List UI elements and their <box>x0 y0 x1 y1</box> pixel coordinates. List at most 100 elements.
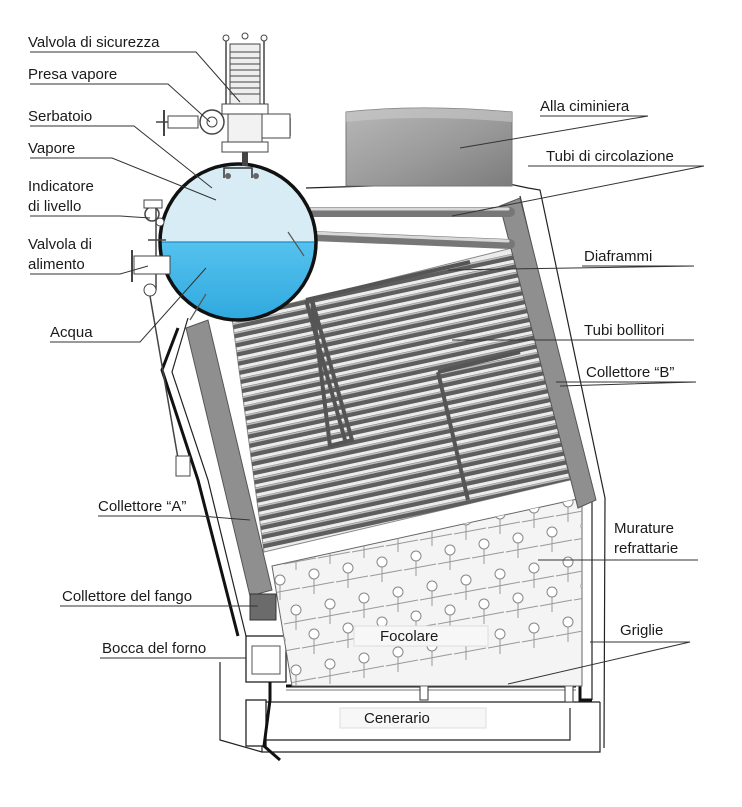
brick-anchor <box>358 532 370 544</box>
brick-anchor <box>426 580 438 592</box>
boiler-tube <box>232 460 570 552</box>
diaphragm-1 <box>310 299 355 449</box>
boiler-tube <box>232 385 570 478</box>
brick-anchor <box>528 502 540 514</box>
brick-anchor <box>290 604 302 616</box>
brick-anchor <box>562 556 574 568</box>
boiler-tube-highlight <box>232 385 570 474</box>
brick-anchor <box>274 574 286 586</box>
brick-joint <box>590 504 622 510</box>
brick-anchor <box>546 586 558 598</box>
brick-anchor <box>597 611 607 621</box>
steam-outlet <box>156 109 291 139</box>
brick-joint <box>573 593 582 601</box>
label-valvola-alimento-line1: Valvola di <box>28 236 92 253</box>
brick-joint <box>385 659 419 667</box>
brick-anchor <box>494 628 506 640</box>
boiler-tube <box>232 394 570 487</box>
brick-anchor <box>562 498 574 508</box>
brick-joint <box>505 545 539 553</box>
brick-joint <box>317 611 351 619</box>
brick-joint <box>283 617 317 625</box>
label-murature-line2: refrattarie <box>614 540 678 557</box>
collector-b <box>499 197 597 509</box>
brick-joint <box>453 527 487 535</box>
brick-joint <box>369 569 403 577</box>
boiler-tube-highlight <box>232 366 570 455</box>
brick-joint <box>487 521 521 529</box>
diaphragm-upper <box>304 260 471 441</box>
brick-joint <box>437 557 471 565</box>
brick-anchor <box>392 646 404 658</box>
brick-anchor <box>478 538 490 550</box>
label-presa-vapore: Presa vapore <box>28 66 117 83</box>
brick-anchor <box>392 526 404 538</box>
boiler-tube-highlight <box>232 329 570 417</box>
brick-joint <box>385 539 419 547</box>
brick-joint <box>437 617 471 625</box>
boiler-tube-highlight <box>232 442 570 530</box>
brick-joint <box>590 624 622 630</box>
brick-anchor <box>562 616 574 628</box>
label-valvola-sicurezza: Valvola di sicurezza <box>28 34 160 51</box>
brick-joint <box>385 599 419 607</box>
boiler-tube-highlight <box>232 470 570 552</box>
label-indicatore-line1: Indicatore <box>28 178 94 195</box>
brick-anchor <box>358 592 370 604</box>
brick-joint <box>335 575 369 583</box>
brick-joint <box>521 635 555 643</box>
brick-joint <box>301 641 335 649</box>
label-tubi-circolazione: Tubi di circolazione <box>546 148 674 165</box>
brick-anchor <box>410 550 422 562</box>
boiler-tube <box>232 432 570 525</box>
brick-anchor <box>342 622 354 634</box>
brick-joint <box>539 539 573 547</box>
label-murature-line1: Murature <box>614 520 674 537</box>
brick-anchor <box>290 544 302 556</box>
brick-joint <box>573 533 582 541</box>
brick-anchor <box>426 520 438 532</box>
brick-joint <box>453 587 487 595</box>
boiler-tube-highlight <box>232 395 570 483</box>
brick-anchor <box>444 544 456 556</box>
labels: Valvola di sicurezza Presa vapore Serbat… <box>28 34 678 729</box>
brick-joint <box>471 611 505 619</box>
brick-joint <box>590 564 622 570</box>
leader-lines <box>30 51 705 685</box>
boiler-tube <box>232 451 570 544</box>
label-griglie: Griglie <box>620 622 663 639</box>
collector-a <box>185 319 273 597</box>
boiler-tube-highlight <box>232 432 570 521</box>
boiler-tube-highlight <box>232 357 570 445</box>
brick-joint <box>419 593 453 601</box>
brick-anchor <box>358 652 370 664</box>
brick-anchor <box>324 658 336 670</box>
brick-anchor <box>308 568 320 580</box>
boiler-tube <box>232 376 570 468</box>
brick-joint <box>555 569 582 577</box>
boiler-tube <box>232 329 570 421</box>
diaphragm-lower <box>436 350 521 501</box>
brick-anchor <box>494 508 506 520</box>
ashpit-door <box>245 699 267 747</box>
label-valvola-alimento-line2: alimento <box>28 256 85 273</box>
boiler-tube <box>232 470 570 552</box>
brick-joint <box>301 581 335 589</box>
boiler-tube <box>232 413 570 506</box>
brick-joint <box>521 515 555 523</box>
brick-joint <box>539 599 573 607</box>
brick-anchor <box>376 556 388 568</box>
label-collettore-b: Collettore “B” <box>586 364 674 381</box>
brick-joint <box>555 509 582 517</box>
boiler-tube <box>232 347 570 440</box>
label-acqua: Acqua <box>50 324 93 341</box>
brick-joint <box>419 653 453 661</box>
boiler-tube-highlight <box>232 413 570 502</box>
boiler-tube-highlight <box>232 460 570 549</box>
label-tubi-bollitori: Tubi bollitori <box>584 322 664 339</box>
brick-joint <box>351 605 385 613</box>
brick-joint <box>555 629 582 637</box>
brick-anchor <box>580 580 582 592</box>
label-collettore-fango: Collettore del fango <box>62 588 192 605</box>
